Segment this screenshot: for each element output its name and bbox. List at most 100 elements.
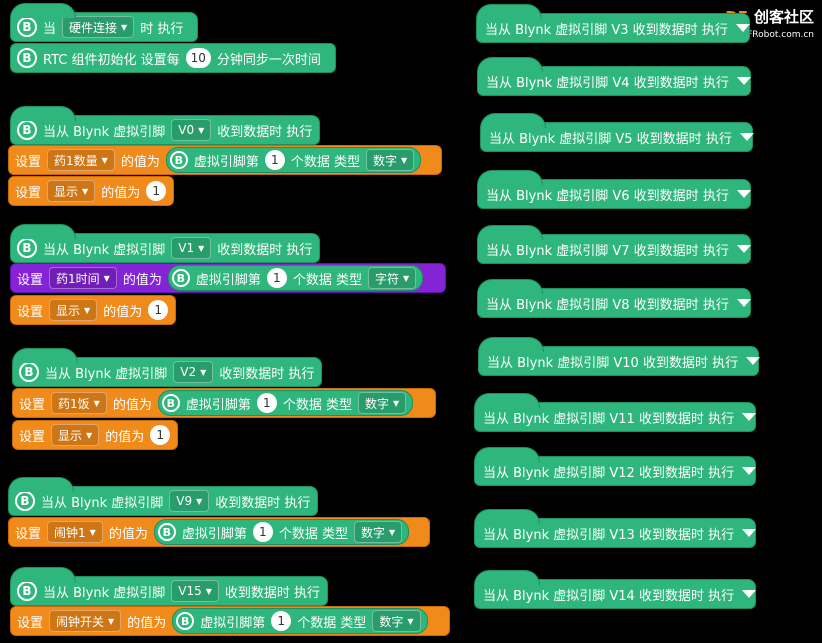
collapsed-blynk-block[interactable]: 当从 Blynk 虚拟引脚 V12 收到数据时 执行 xyxy=(474,447,757,486)
pin-dropdown[interactable]: V9▼ xyxy=(169,490,210,512)
chevron-down-icon: ▼ xyxy=(108,616,115,626)
virtual-pin-reporter[interactable]: B 虚拟引脚第 1 个数据 类型 数字▼ xyxy=(153,519,410,545)
chevron-down-icon: ▼ xyxy=(82,186,89,196)
blynk-icon: B xyxy=(176,612,195,630)
virtual-pin-reporter[interactable]: B 虚拟引脚第 1 个数据 类型 数字▼ xyxy=(157,390,414,416)
collapsed-blynk-block[interactable]: 当从 Blynk 虚拟引脚 V10 收到数据时 执行 xyxy=(478,337,761,376)
variable-dropdown[interactable]: 闹钟1▼ xyxy=(47,521,103,543)
set-label: 设置 xyxy=(19,429,46,445)
pin-dropdown[interactable]: V2▼ xyxy=(173,361,214,383)
value-label: 的值为 xyxy=(105,429,145,445)
value-label: 的值为 xyxy=(120,154,160,170)
expand-triangle-icon[interactable] xyxy=(736,77,751,85)
collapsed-block-label: 当从 Blynk 虚拟引脚 V8 收到数据时 执行 xyxy=(486,297,729,313)
variable-dropdown[interactable]: 药1时间▼ xyxy=(49,267,117,289)
set-variable-block[interactable]: 设置 闹钟1▼ 的值为 B 虚拟引脚第 1 个数据 类型 数字▼ xyxy=(8,517,430,547)
blynk-v0-hat-block[interactable]: B 当从 Blynk 虚拟引脚 V0▼ 收到数据时 执行 xyxy=(10,106,320,145)
type-dropdown[interactable]: 数字▼ xyxy=(357,392,407,414)
set-display-block[interactable]: 设置 显示▼ 的值为 1 xyxy=(8,176,174,206)
chevron-down-icon: ▼ xyxy=(198,243,205,253)
collapsed-blynk-block[interactable]: 当从 Blynk 虚拟引脚 V4 收到数据时 执行 xyxy=(477,57,751,96)
set-label: 设置 xyxy=(17,615,44,631)
variable-dropdown[interactable]: 药1饭▼ xyxy=(51,392,107,414)
collapsed-blynk-block[interactable]: 当从 Blynk 虚拟引脚 V5 收到数据时 执行 xyxy=(480,113,754,152)
variable-dropdown[interactable]: 显示▼ xyxy=(51,424,100,446)
index-input[interactable]: 1 xyxy=(271,611,292,631)
trigger-dropdown[interactable]: 硬件连接▼ xyxy=(62,16,135,38)
chevron-down-icon: ▼ xyxy=(93,398,100,408)
chevron-down-icon: ▼ xyxy=(101,155,108,165)
reporter-label: 虚拟引脚第 xyxy=(185,397,251,413)
chevron-down-icon: ▼ xyxy=(121,22,128,32)
index-input[interactable]: 1 xyxy=(264,150,285,170)
sync-interval-input[interactable]: 10 xyxy=(185,48,211,68)
expand-triangle-icon[interactable] xyxy=(742,467,757,475)
variable-dropdown[interactable]: 显示▼ xyxy=(49,299,98,321)
type-dropdown[interactable]: 数字▼ xyxy=(365,149,415,171)
expand-triangle-icon[interactable] xyxy=(742,413,757,421)
value-input[interactable]: 1 xyxy=(150,425,171,445)
value-input[interactable]: 1 xyxy=(146,181,167,201)
value-label: 的值为 xyxy=(112,397,152,413)
value-label: 的值为 xyxy=(101,185,141,201)
virtual-pin-reporter[interactable]: B 虚拟引脚第 1 个数据 类型 数字▼ xyxy=(165,147,422,173)
collapsed-block-label: 当从 Blynk 虚拟引脚 V12 收到数据时 执行 xyxy=(483,465,735,481)
type-dropdown[interactable]: 数字▼ xyxy=(353,521,403,543)
chevron-down-icon: ▼ xyxy=(205,586,212,596)
collapsed-blynk-block[interactable]: 当从 Blynk 虚拟引脚 V7 收到数据时 执行 xyxy=(477,225,751,264)
set-variable-block[interactable]: 设置 药1时间▼ 的值为 B 虚拟引脚第 1 个数据 类型 字符▼ xyxy=(10,263,446,293)
collapsed-blynk-block[interactable]: 当从 Blynk 虚拟引脚 V8 收到数据时 执行 xyxy=(477,279,751,318)
hat-pre-label: 当从 Blynk 虚拟引脚 xyxy=(43,242,166,258)
expand-triangle-icon[interactable] xyxy=(735,24,750,32)
set-variable-block[interactable]: 设置 药1饭▼ 的值为 B 虚拟引脚第 1 个数据 类型 数字▼ xyxy=(12,388,436,418)
expand-triangle-icon[interactable] xyxy=(739,133,754,141)
hat-pre-label: 当从 Blynk 虚拟引脚 xyxy=(45,366,168,382)
rtc-init-block[interactable]: B RTC 组件初始化 设置每 10 分钟同步一次时间 xyxy=(10,43,336,73)
hat-pre-label: 当从 Blynk 虚拟引脚 xyxy=(43,124,166,140)
type-label: 个数据 类型 xyxy=(278,526,348,542)
variable-dropdown[interactable]: 闹钟开关▼ xyxy=(49,610,122,632)
set-variable-block[interactable]: 设置 药1数量▼ 的值为 B 虚拟引脚第 1 个数据 类型 数字▼ xyxy=(8,145,442,175)
blynk-v15-hat-block[interactable]: B 当从 Blynk 虚拟引脚 V15▼ 收到数据时 执行 xyxy=(10,567,328,606)
pin-dropdown[interactable]: V1▼ xyxy=(171,237,212,259)
value-input[interactable]: 1 xyxy=(148,300,169,320)
blynk-v2-hat-block[interactable]: B 当从 Blynk 虚拟引脚 V2▼ 收到数据时 执行 xyxy=(12,348,322,387)
chevron-down-icon: ▼ xyxy=(86,430,93,440)
value-label: 的值为 xyxy=(103,304,143,320)
index-input[interactable]: 1 xyxy=(256,393,277,413)
collapsed-blynk-block[interactable]: 当从 Blynk 虚拟引脚 V14 收到数据时 执行 xyxy=(474,570,757,609)
collapsed-block-label: 当从 Blynk 虚拟引脚 V7 收到数据时 执行 xyxy=(486,243,729,259)
chevron-down-icon: ▼ xyxy=(103,273,110,283)
type-dropdown[interactable]: 字符▼ xyxy=(367,267,417,289)
blynk-v1-hat-block[interactable]: B 当从 Blynk 虚拟引脚 V1▼ 收到数据时 执行 xyxy=(10,224,320,263)
set-variable-block[interactable]: 设置 闹钟开关▼ 的值为 B 虚拟引脚第 1 个数据 类型 数字▼ xyxy=(10,606,450,636)
pin-dropdown[interactable]: V0▼ xyxy=(171,119,212,141)
index-input[interactable]: 1 xyxy=(266,268,287,288)
exec-label: 时 执行 xyxy=(140,21,184,37)
expand-triangle-icon[interactable] xyxy=(742,529,757,537)
collapsed-blynk-block[interactable]: 当从 Blynk 虚拟引脚 V11 收到数据时 执行 xyxy=(474,393,757,432)
value-label: 的值为 xyxy=(127,615,167,631)
blynk-v9-hat-block[interactable]: B 当从 Blynk 虚拟引脚 V9▼ 收到数据时 执行 xyxy=(8,477,318,516)
variable-dropdown[interactable]: 显示▼ xyxy=(47,180,96,202)
hat-post-label: 收到数据时 执行 xyxy=(224,585,321,601)
type-dropdown[interactable]: 数字▼ xyxy=(372,610,421,632)
variable-dropdown[interactable]: 药1数量▼ xyxy=(47,149,115,171)
set-display-block[interactable]: 设置 显示▼ 的值为 1 xyxy=(12,420,178,450)
expand-triangle-icon[interactable] xyxy=(736,245,751,253)
virtual-pin-reporter[interactable]: B 虚拟引脚第 1 个数据 类型 数字▼ xyxy=(172,608,428,634)
expand-triangle-icon[interactable] xyxy=(736,299,751,307)
collapsed-blynk-block[interactable]: 当从 Blynk 虚拟引脚 V3 收到数据时 执行 xyxy=(476,4,750,43)
pin-dropdown[interactable]: V15▼ xyxy=(171,580,219,602)
hardware-connected-hat-block[interactable]: B 当 硬件连接▼ 时 执行 xyxy=(10,3,198,42)
virtual-pin-reporter[interactable]: B 虚拟引脚第 1 个数据 类型 字符▼ xyxy=(167,265,424,291)
set-display-block[interactable]: 设置 显示▼ 的值为 1 xyxy=(10,295,176,325)
collapsed-blynk-block[interactable]: 当从 Blynk 虚拟引脚 V13 收到数据时 执行 xyxy=(474,509,757,548)
expand-triangle-icon[interactable] xyxy=(742,590,757,598)
expand-triangle-icon[interactable] xyxy=(746,357,761,365)
expand-triangle-icon[interactable] xyxy=(736,190,751,198)
collapsed-block-label: 当从 Blynk 虚拟引脚 V6 收到数据时 执行 xyxy=(486,188,729,204)
collapsed-blynk-block[interactable]: 当从 Blynk 虚拟引脚 V6 收到数据时 执行 xyxy=(477,170,751,209)
blynk-icon: B xyxy=(171,269,190,287)
index-input[interactable]: 1 xyxy=(252,522,273,542)
